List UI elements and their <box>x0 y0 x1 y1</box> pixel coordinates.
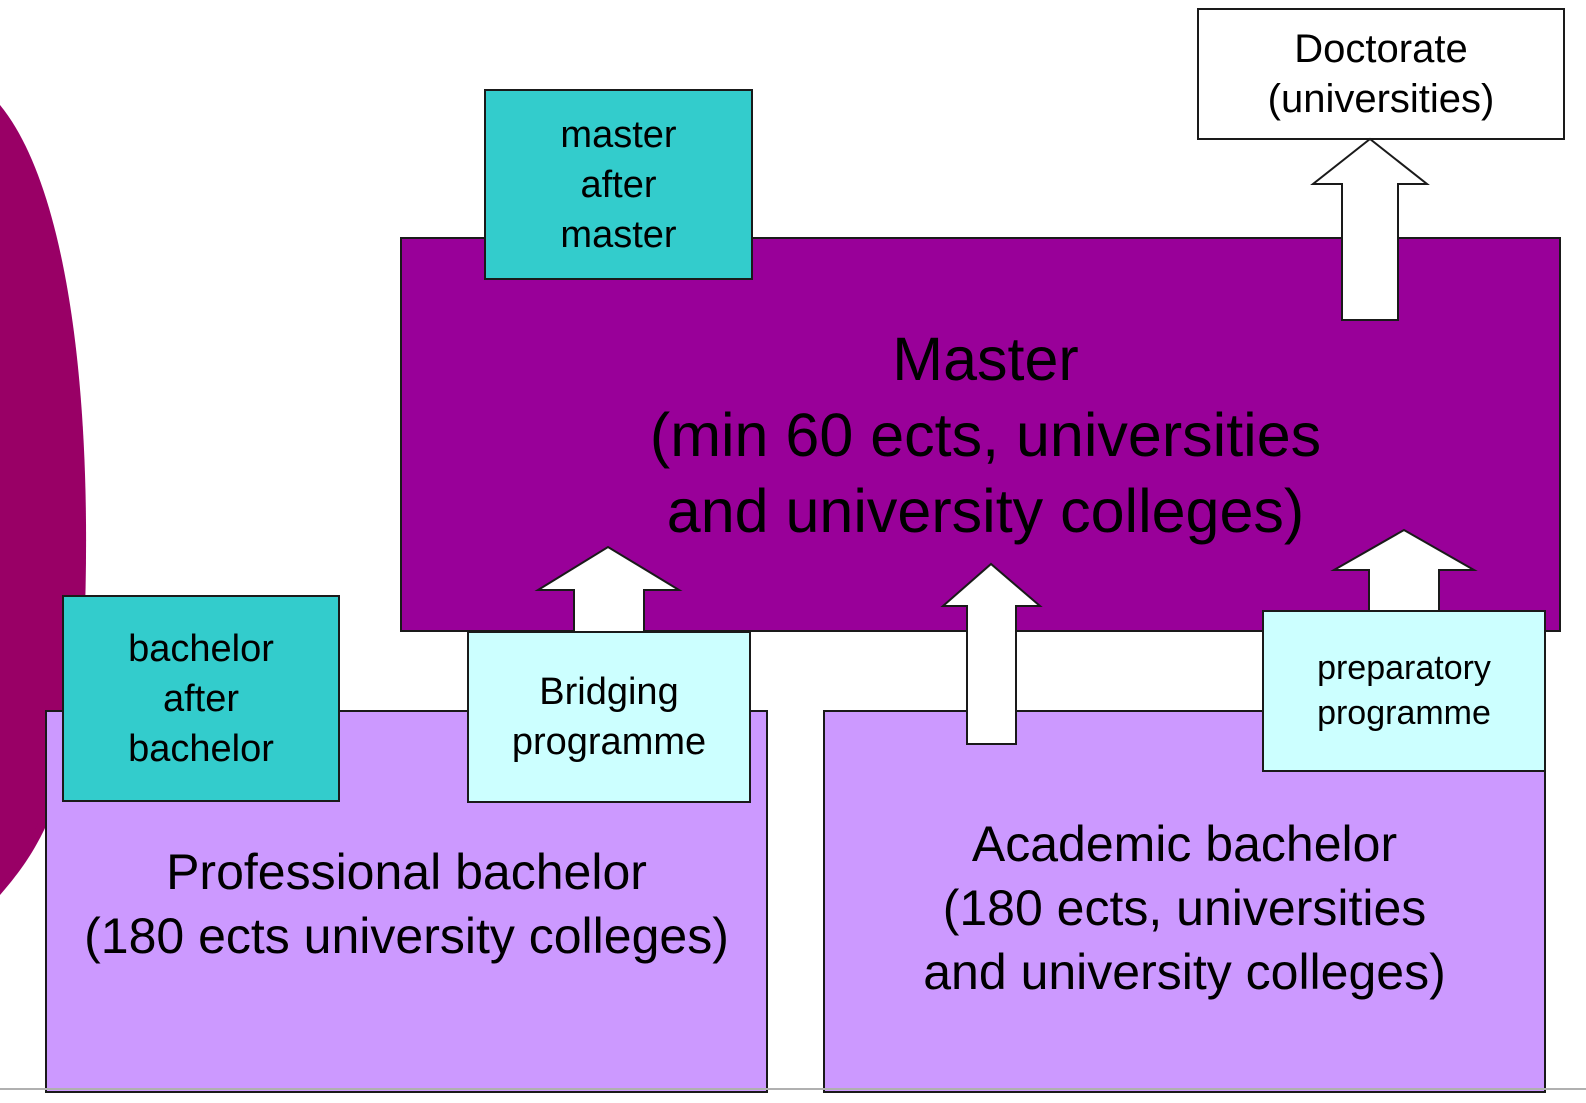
master-after-master-box: master after master <box>484 89 753 280</box>
doctorate-label: Doctorate (universities) <box>1267 27 1495 121</box>
master-label: Master (min 60 ects, universities and un… <box>649 325 1322 545</box>
bachelor-after-bachelor-box: bachelor after bachelor <box>62 595 340 802</box>
professional-bachelor-box: Professional bachelor (180 ects universi… <box>45 710 768 1093</box>
bridging-programme-box: Bridging programme <box>467 631 751 803</box>
bottom-rule <box>0 1088 1586 1090</box>
academic-bachelor-label: Academic bachelor (180 ects, universitie… <box>923 816 1446 1000</box>
professional-bachelor-label: Professional bachelor (180 ects universi… <box>84 844 729 964</box>
master-box: Master (min 60 ects, universities and un… <box>400 237 1561 632</box>
bridging-programme-label: Bridging programme <box>511 671 707 763</box>
academic-bachelor-box: Academic bachelor (180 ects, universitie… <box>823 710 1546 1093</box>
preparatory-programme-label: preparatory programme <box>1317 649 1491 732</box>
master-after-master-label: master after master <box>560 113 677 256</box>
doctorate-box: Doctorate (universities) <box>1197 8 1565 140</box>
bachelor-after-bachelor-label: bachelor after bachelor <box>128 627 274 770</box>
preparatory-programme-box: preparatory programme <box>1262 610 1546 772</box>
